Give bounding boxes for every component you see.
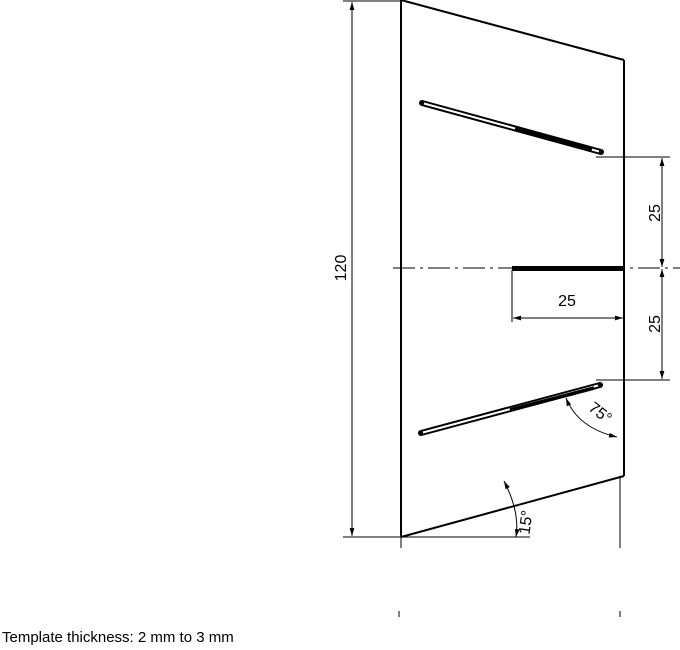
slot-angle-label: 75° xyxy=(585,399,615,427)
upper-slot xyxy=(419,100,604,155)
spacing-extension-lines xyxy=(596,156,670,381)
bevel-angle-label: 15° xyxy=(516,509,536,535)
height-dimension xyxy=(343,0,401,538)
top-edge xyxy=(400,0,625,61)
slot-angle-dimension xyxy=(565,397,618,438)
lower-slot xyxy=(418,382,603,436)
upper-spacing-label: 25 xyxy=(647,204,664,222)
template-thickness-caption: Template thickness: 2 mm to 3 mm xyxy=(2,629,234,646)
projection-lines xyxy=(398,476,621,617)
height-dimension-label: 120 xyxy=(333,255,350,282)
slot-length-label: 25 xyxy=(558,293,576,310)
bevel-angle-dimension xyxy=(401,480,530,538)
slot-length-dimension xyxy=(511,270,623,322)
lower-spacing-label: 25 xyxy=(647,315,664,333)
bottom-bevel-edge xyxy=(400,475,625,538)
